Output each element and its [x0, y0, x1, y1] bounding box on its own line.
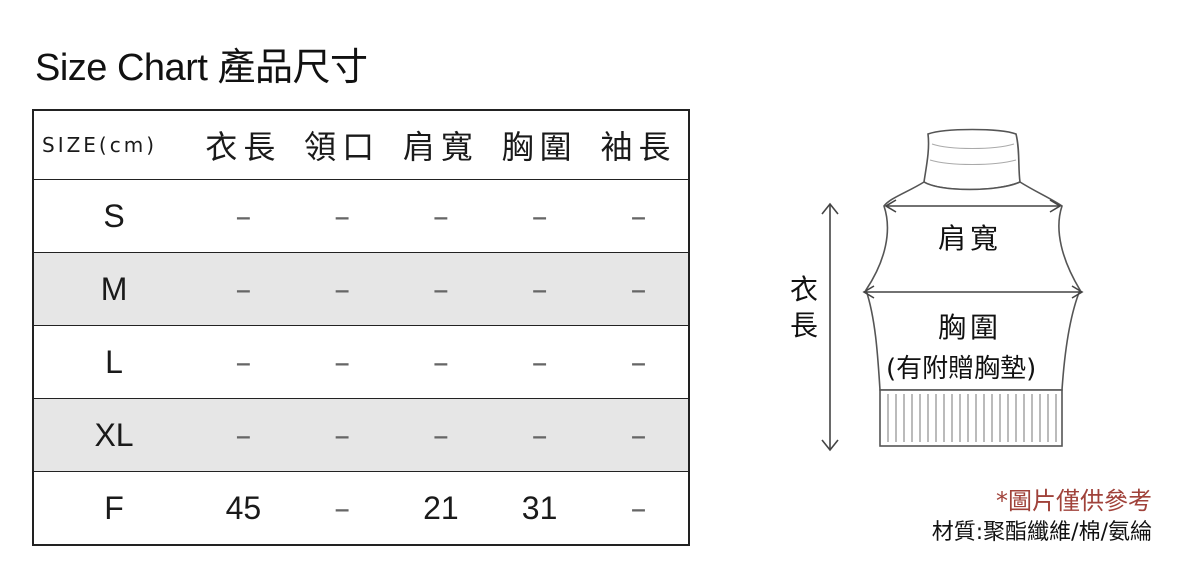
header-neck: 領口: [292, 110, 392, 180]
cell-neck: –: [292, 325, 392, 399]
table-row: F 45 – 21 31 –: [33, 471, 689, 546]
image-reference-note: *圖片僅供參考: [996, 487, 1152, 515]
cell-chest: –: [490, 325, 589, 399]
header-length: 衣長: [194, 110, 293, 180]
cell-sleeve: –: [588, 325, 689, 399]
cell-neck: –: [292, 398, 392, 472]
shoulder-arrow: [884, 199, 1062, 213]
cell-chest: –: [490, 179, 589, 253]
cell-shoulder: –: [391, 325, 491, 399]
chest-arrow: [862, 285, 1084, 299]
size-label: M: [33, 252, 195, 326]
size-label: S: [33, 179, 195, 253]
cell-length: –: [194, 325, 293, 399]
length-arrow: [821, 202, 839, 452]
chest-label: 胸圍: [938, 311, 1003, 344]
chest-note: (有附贈胸墊): [886, 354, 1037, 384]
cell-neck: –: [292, 179, 392, 253]
collar-folds: [929, 143, 1017, 165]
cell-shoulder: –: [391, 398, 491, 472]
size-label: XL: [33, 398, 195, 472]
page-title: Size Chart 產品尺寸: [35, 47, 368, 89]
cell-neck: –: [292, 471, 392, 546]
cell-sleeve: –: [588, 398, 689, 472]
cell-length: 45: [194, 471, 293, 546]
garment-diagram: [821, 128, 1084, 452]
shoulder-label: 肩寬: [938, 222, 1003, 255]
garment-body: [865, 181, 1081, 391]
length-label: 衣長: [790, 273, 823, 342]
cell-chest: 31: [490, 471, 589, 546]
cell-sleeve: –: [588, 252, 689, 326]
cell-shoulder: –: [391, 252, 491, 326]
table-row: S – – – – –: [33, 179, 689, 253]
cell-length: –: [194, 252, 293, 326]
cell-shoulder: –: [391, 179, 491, 253]
size-table: SIZE(cm) 衣長 領口 肩寬 胸圍 袖長 S – – – – – M – …: [32, 109, 690, 546]
size-label: L: [33, 325, 195, 399]
hem-ribs: [887, 394, 1057, 442]
header-chest: 胸圍: [490, 110, 589, 180]
cell-neck: –: [292, 252, 392, 326]
cell-length: –: [194, 179, 293, 253]
cell-sleeve: –: [588, 179, 689, 253]
table-row: L – – – – –: [33, 325, 689, 399]
header-shoulder: 肩寬: [391, 110, 491, 180]
table-row: M – – – – –: [33, 252, 689, 326]
cell-shoulder: 21: [391, 471, 491, 546]
cell-length: –: [194, 398, 293, 472]
cell-chest: –: [490, 252, 589, 326]
cell-sleeve: –: [588, 471, 689, 546]
ribbed-hem: [879, 389, 1063, 447]
header-sleeve: 袖長: [588, 110, 689, 180]
collar-shape: [923, 128, 1021, 191]
cell-chest: –: [490, 398, 589, 472]
table-header-row: SIZE(cm) 衣長 領口 肩寬 胸圍 袖長: [33, 110, 689, 180]
material-note: 材質:聚酯纖維/棉/氨綸: [931, 520, 1152, 545]
table-row: XL – – – – –: [33, 398, 689, 472]
header-size: SIZE(cm): [33, 110, 195, 180]
size-label: F: [33, 471, 195, 546]
